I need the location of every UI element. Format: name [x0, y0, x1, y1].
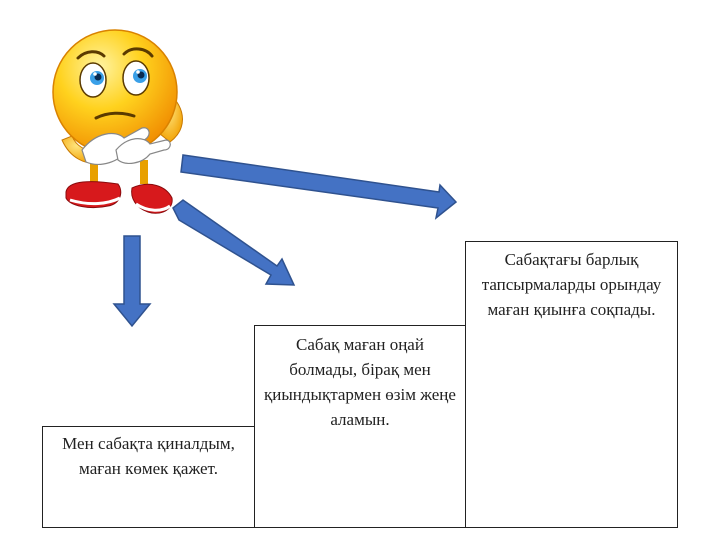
answer-text-easy: Сабақтағы барлық тапсырмаларды орындау м…	[481, 250, 662, 319]
answer-box-easy: Сабақтағы барлық тапсырмаларды орындау м…	[465, 241, 678, 528]
smiley-character-icon	[52, 29, 183, 214]
arrow-right-icon	[180, 154, 458, 220]
answer-text-struggled: Мен сабақта қиналдым, маған көмек қажет.	[62, 434, 235, 478]
answer-text-managed: Сабақ маған оңай болмады, бірақ мен қиын…	[264, 335, 456, 429]
arrow-diagonal-icon	[172, 199, 296, 286]
arrow-down-icon	[112, 235, 152, 328]
answer-box-managed: Сабақ маған оңай болмады, бірақ мен қиын…	[254, 325, 466, 528]
answer-box-struggled: Мен сабақта қиналдым, маған көмек қажет.	[42, 426, 255, 528]
